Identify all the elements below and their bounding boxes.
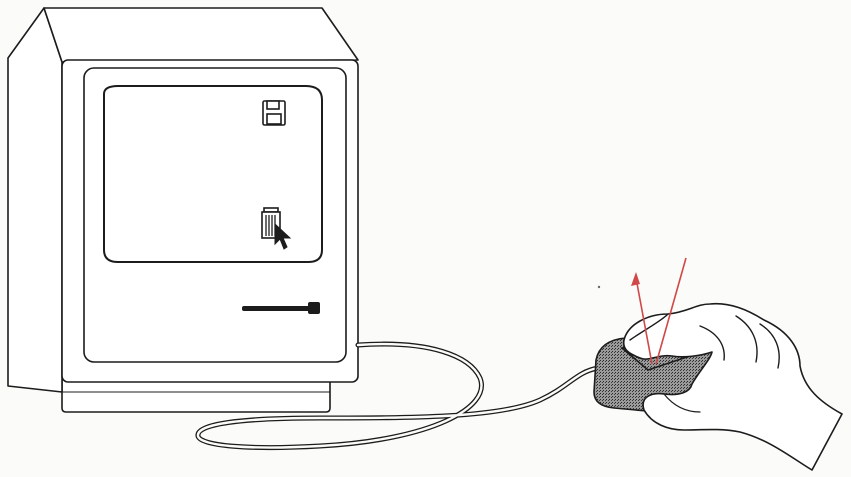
floppy-disk-icon [263, 101, 285, 125]
computer [8, 8, 358, 412]
computer-side-panel [8, 8, 62, 392]
computer-screen [104, 86, 322, 262]
computer-top [44, 8, 358, 62]
